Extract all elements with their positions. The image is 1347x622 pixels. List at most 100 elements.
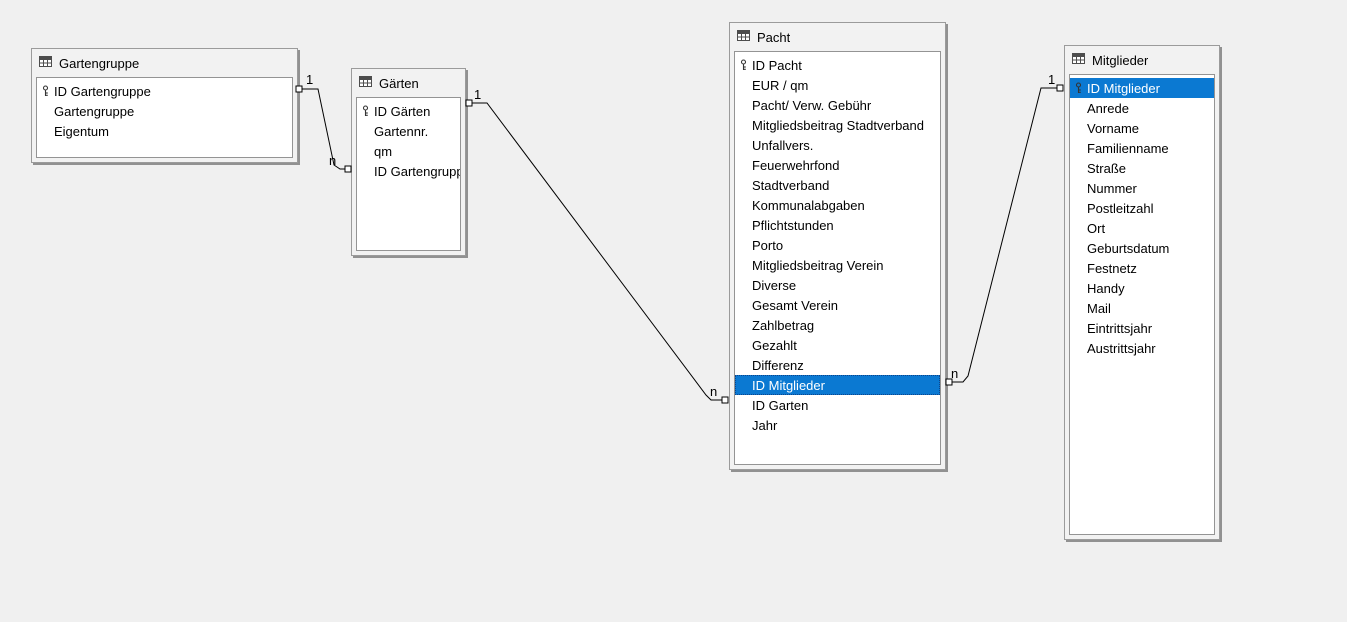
field-label: Mitgliedsbeitrag Stadtverband <box>752 117 924 133</box>
field-row[interactable]: Festnetz <box>1070 258 1214 278</box>
field-row[interactable]: ID Pacht <box>735 55 940 75</box>
relation-endpoint <box>1056 84 1064 92</box>
field-label: Gartennr. <box>374 123 429 139</box>
table-gaerten[interactable]: Gärten ID Gärten Gartennr. qm ID Garteng… <box>351 68 466 256</box>
field-row[interactable]: Gesamt Verein <box>735 295 940 315</box>
cardinality-label: n <box>951 366 958 381</box>
field-label: Eigentum <box>54 123 109 139</box>
field-row[interactable]: Gartengruppe <box>37 101 292 121</box>
primary-key-icon <box>739 59 752 71</box>
field-row[interactable]: Anrede <box>1070 98 1214 118</box>
table-gartengruppe[interactable]: Gartengruppe ID Gartengruppe Gartengrupp… <box>31 48 298 163</box>
relation-endpoint <box>721 396 729 404</box>
table-title: Gärten <box>379 75 419 91</box>
relation-line[interactable] <box>302 88 346 170</box>
field-row[interactable]: Gezahlt <box>735 335 940 355</box>
field-label: Festnetz <box>1087 260 1137 276</box>
field-row[interactable]: Familienname <box>1070 138 1214 158</box>
field-row[interactable]: Zahlbetrag <box>735 315 940 335</box>
table-icon <box>39 54 52 72</box>
field-label: ID Gartengruppe <box>54 83 151 99</box>
field-row[interactable]: EUR / qm <box>735 75 940 95</box>
field-row[interactable]: Postleitzahl <box>1070 198 1214 218</box>
table-icon <box>359 74 372 92</box>
field-label: ID Mitglieder <box>752 377 825 393</box>
field-row[interactable]: Differenz <box>735 355 940 375</box>
field-label: qm <box>374 143 393 159</box>
field-label: Gesamt Verein <box>752 297 838 313</box>
field-row[interactable]: Stadtverband <box>735 175 940 195</box>
field-row[interactable]: ID Mitglieder <box>735 375 940 395</box>
field-row[interactable]: Feuerwehrfond <box>735 155 940 175</box>
table-pacht[interactable]: Pacht ID Pacht EUR / qm Pacht/ Verw. Geb… <box>729 22 946 470</box>
relation-line[interactable] <box>472 102 722 401</box>
field-row[interactable]: ID Mitglieder <box>1070 78 1214 98</box>
field-label: ID Gärten <box>374 103 431 119</box>
field-row[interactable]: ID Gartengruppe <box>357 161 460 181</box>
field-label: Gartengruppe <box>54 103 135 119</box>
field-label: Geburtsdatum <box>1087 240 1170 256</box>
table-header[interactable]: Gartengruppe <box>32 49 297 77</box>
table-header[interactable]: Gärten <box>352 69 465 97</box>
field-label: Diverse <box>752 277 797 293</box>
field-label: Pacht/ Verw. Gebühr <box>752 97 872 113</box>
field-row[interactable]: Eigentum <box>37 121 292 141</box>
field-row[interactable]: ID Garten <box>735 395 940 415</box>
table-header[interactable]: Pacht <box>730 23 945 51</box>
field-label: EUR / qm <box>752 77 809 93</box>
field-label: Jahr <box>752 417 778 433</box>
field-row[interactable]: Pacht/ Verw. Gebühr <box>735 95 940 115</box>
field-row[interactable]: Jahr <box>735 415 940 435</box>
table-header[interactable]: Mitglieder <box>1065 46 1219 74</box>
cardinality-label: 1 <box>474 87 481 102</box>
field-label: Stadtverband <box>752 177 830 193</box>
field-row[interactable]: ID Gartengruppe <box>37 81 292 101</box>
field-label: Handy <box>1087 280 1125 296</box>
field-label: Differenz <box>752 357 804 373</box>
field-row[interactable]: Eintrittsjahr <box>1070 318 1214 338</box>
field-label: Postleitzahl <box>1087 200 1154 216</box>
field-label: ID Mitglieder <box>1087 80 1160 96</box>
field-label: Unfallvers. <box>752 137 814 153</box>
field-row[interactable]: Mitgliedsbeitrag Stadtverband <box>735 115 940 135</box>
cardinality-label: 1 <box>1048 72 1055 87</box>
field-row[interactable]: Unfallvers. <box>735 135 940 155</box>
field-row[interactable]: Austrittsjahr <box>1070 338 1214 358</box>
field-row[interactable]: Mitgliedsbeitrag Verein <box>735 255 940 275</box>
table-title: Gartengruppe <box>59 55 140 71</box>
field-row[interactable]: qm <box>357 141 460 161</box>
relation-line[interactable] <box>952 87 1057 383</box>
field-row[interactable]: Mail <box>1070 298 1214 318</box>
field-label: Eintrittsjahr <box>1087 320 1153 336</box>
field-row[interactable]: Pflichtstunden <box>735 215 940 235</box>
field-row[interactable]: Kommunalabgaben <box>735 195 940 215</box>
field-label: Kommunalabgaben <box>752 197 865 213</box>
field-label: Austrittsjahr <box>1087 340 1156 356</box>
field-row[interactable]: Nummer <box>1070 178 1214 198</box>
field-label: ID Gartengruppe <box>374 163 460 179</box>
table-title: Mitglieder <box>1092 52 1149 68</box>
field-list: ID Mitglieder Anrede Vorname Familiennam… <box>1069 74 1215 535</box>
table-icon <box>1072 51 1085 69</box>
field-label: Gezahlt <box>752 337 797 353</box>
field-row[interactable]: Ort <box>1070 218 1214 238</box>
primary-key-icon <box>1074 82 1087 94</box>
table-title: Pacht <box>757 29 791 45</box>
field-row[interactable]: Gartennr. <box>357 121 460 141</box>
field-row[interactable]: ID Gärten <box>357 101 460 121</box>
field-label: ID Garten <box>752 397 809 413</box>
field-row[interactable]: Porto <box>735 235 940 255</box>
relation-endpoint <box>945 378 953 386</box>
field-row[interactable]: Diverse <box>735 275 940 295</box>
field-row[interactable]: Straße <box>1070 158 1214 178</box>
primary-key-icon <box>361 105 374 117</box>
field-label: Zahlbetrag <box>752 317 815 333</box>
table-mitglieder[interactable]: Mitglieder ID Mitglieder Anrede Vorname … <box>1064 45 1220 540</box>
field-row[interactable]: Vorname <box>1070 118 1214 138</box>
field-row[interactable]: Handy <box>1070 278 1214 298</box>
relation-endpoint <box>465 99 473 107</box>
field-row[interactable]: Geburtsdatum <box>1070 238 1214 258</box>
field-label: Straße <box>1087 160 1127 176</box>
field-list: ID Pacht EUR / qm Pacht/ Verw. Gebühr Mi… <box>734 51 941 465</box>
cardinality-label: n <box>710 384 717 399</box>
